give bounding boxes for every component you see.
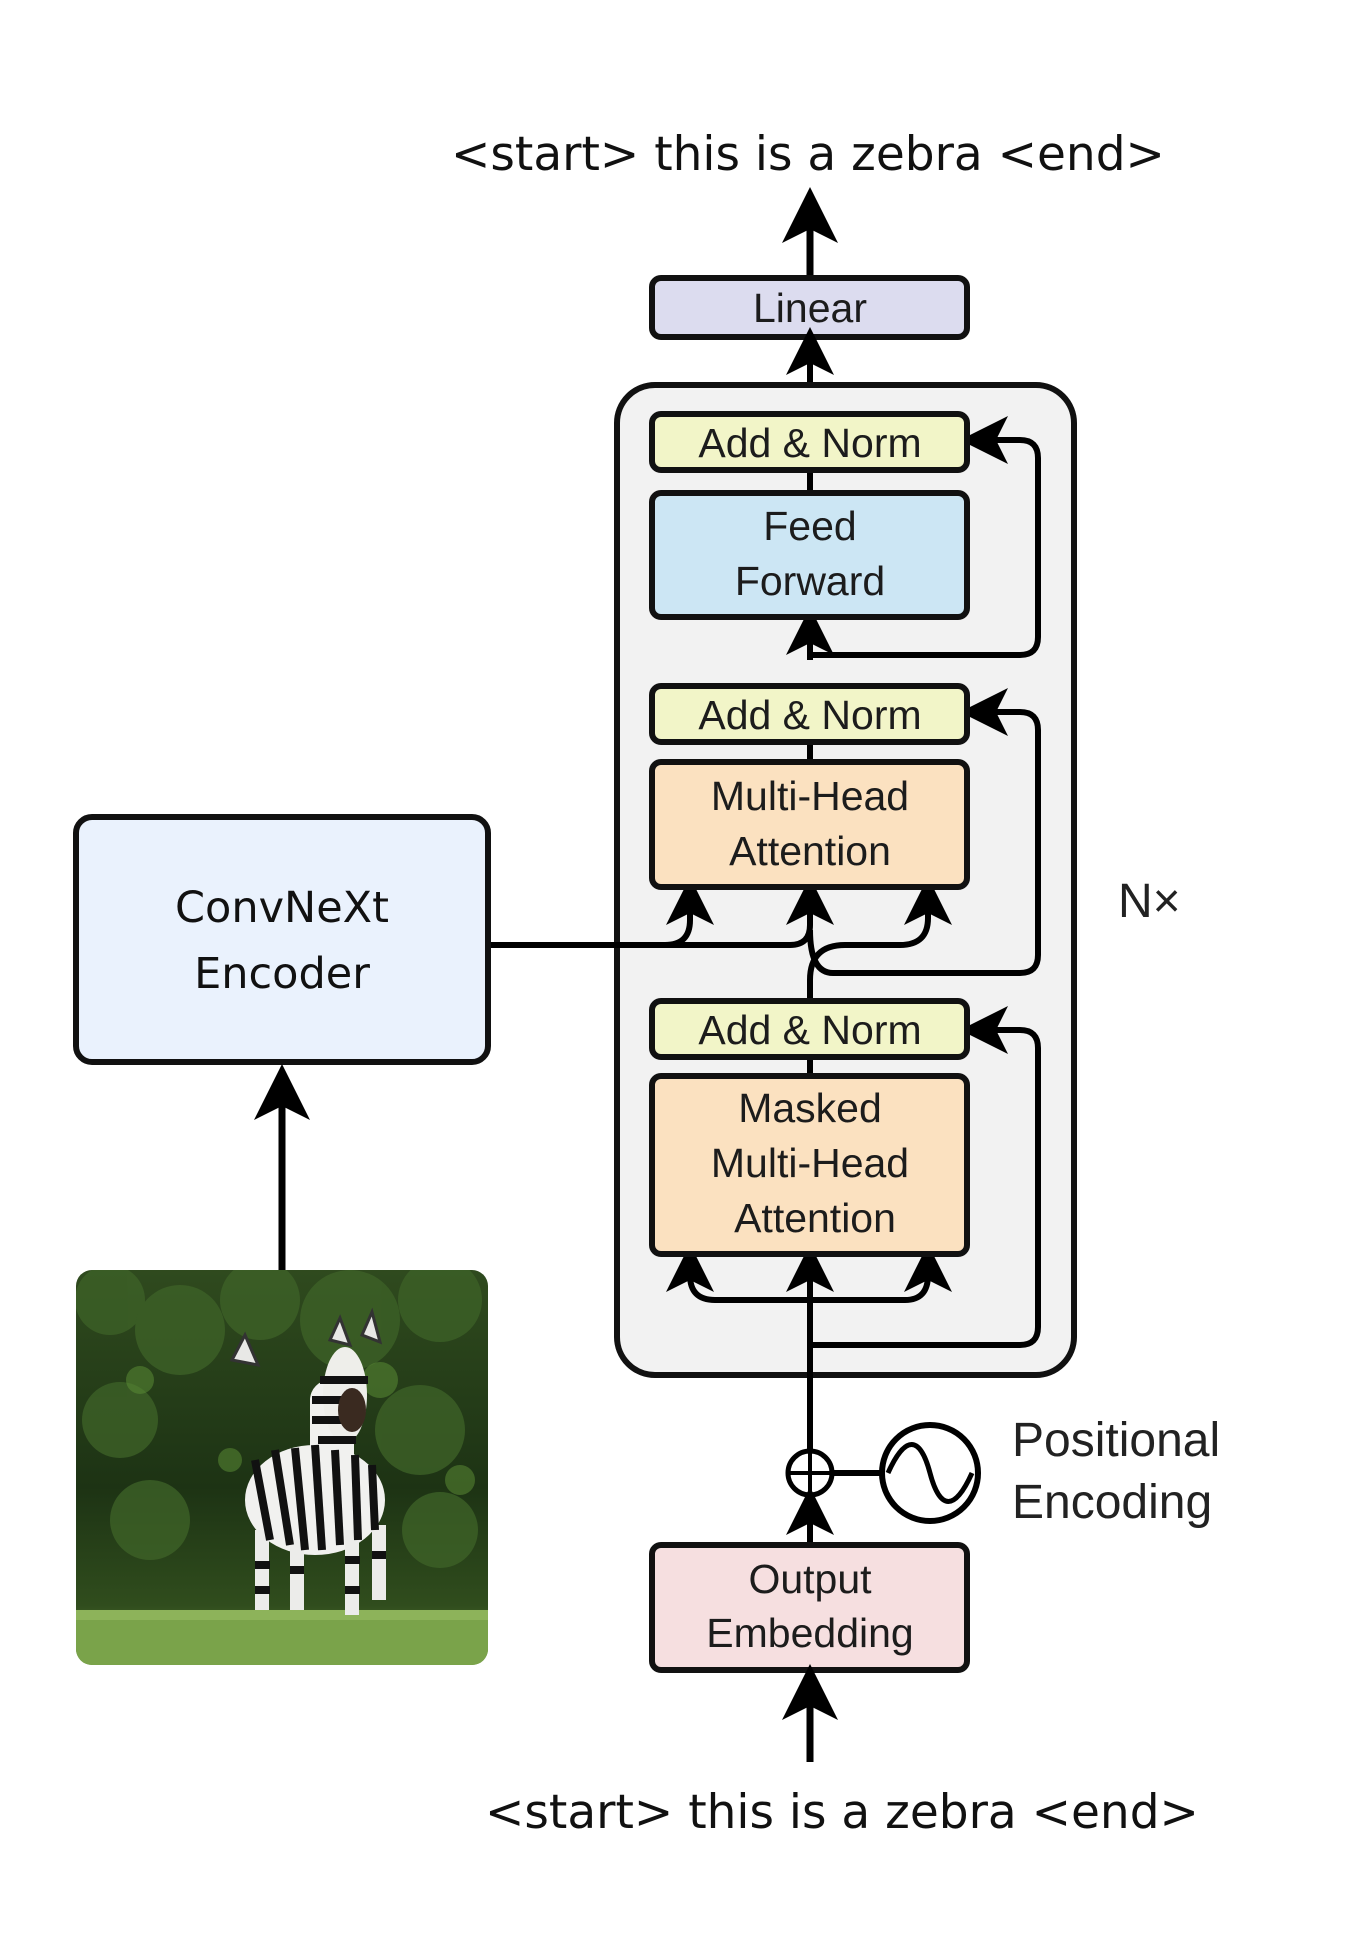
cross-attention-line2: Attention	[729, 828, 891, 874]
output-sequence: <start> this is a zebra <end>	[451, 127, 1165, 182]
add-norm-bottom: Add & Norm	[649, 998, 970, 1060]
cross-attention-line1: Multi-Head	[711, 773, 909, 819]
linear-label: Linear	[753, 285, 867, 331]
encoder-line2: Encoder	[194, 949, 370, 999]
feed-forward-line2: Forward	[735, 558, 885, 604]
linear-box: Linear	[649, 275, 970, 340]
zebra-photo	[76, 1270, 488, 1665]
repeat-label: N×	[1118, 875, 1181, 928]
cross-attention-box: Multi-Head Attention	[649, 759, 970, 890]
feed-forward-line1: Feed	[763, 503, 856, 549]
masked-attention-line2: Multi-Head	[711, 1140, 909, 1186]
masked-attention-line1: Masked	[738, 1085, 882, 1131]
masked-attention-box: Masked Multi-Head Attention	[649, 1073, 970, 1257]
add-norm-top: Add & Norm	[649, 411, 970, 473]
add-norm-bottom-label: Add & Norm	[698, 1007, 921, 1053]
block-connectors	[490, 437, 1041, 1470]
output-embedding-box: Output Embedding	[649, 1542, 970, 1673]
encoder-line1: ConvNeXt	[175, 883, 389, 933]
positional-encoding-line1: Positional	[1012, 1414, 1220, 1467]
positional-encoding: Positional Encoding	[785, 1414, 1220, 1529]
add-norm-middle-label: Add & Norm	[698, 692, 921, 738]
block-arrowheads	[666, 416, 1008, 1292]
convnext-encoder-box: ConvNeXt Encoder	[73, 814, 491, 1065]
output-embedding-line1: Output	[748, 1556, 872, 1602]
positional-encoding-line2: Encoding	[1012, 1476, 1212, 1529]
output-embedding-line2: Embedding	[706, 1610, 913, 1656]
masked-attention-line3: Attention	[734, 1195, 896, 1241]
add-norm-middle: Add & Norm	[649, 683, 970, 745]
add-norm-top-label: Add & Norm	[698, 420, 921, 466]
feed-forward-box: Feed Forward	[649, 490, 970, 620]
input-sequence: <start> this is a zebra <end>	[485, 1785, 1199, 1840]
